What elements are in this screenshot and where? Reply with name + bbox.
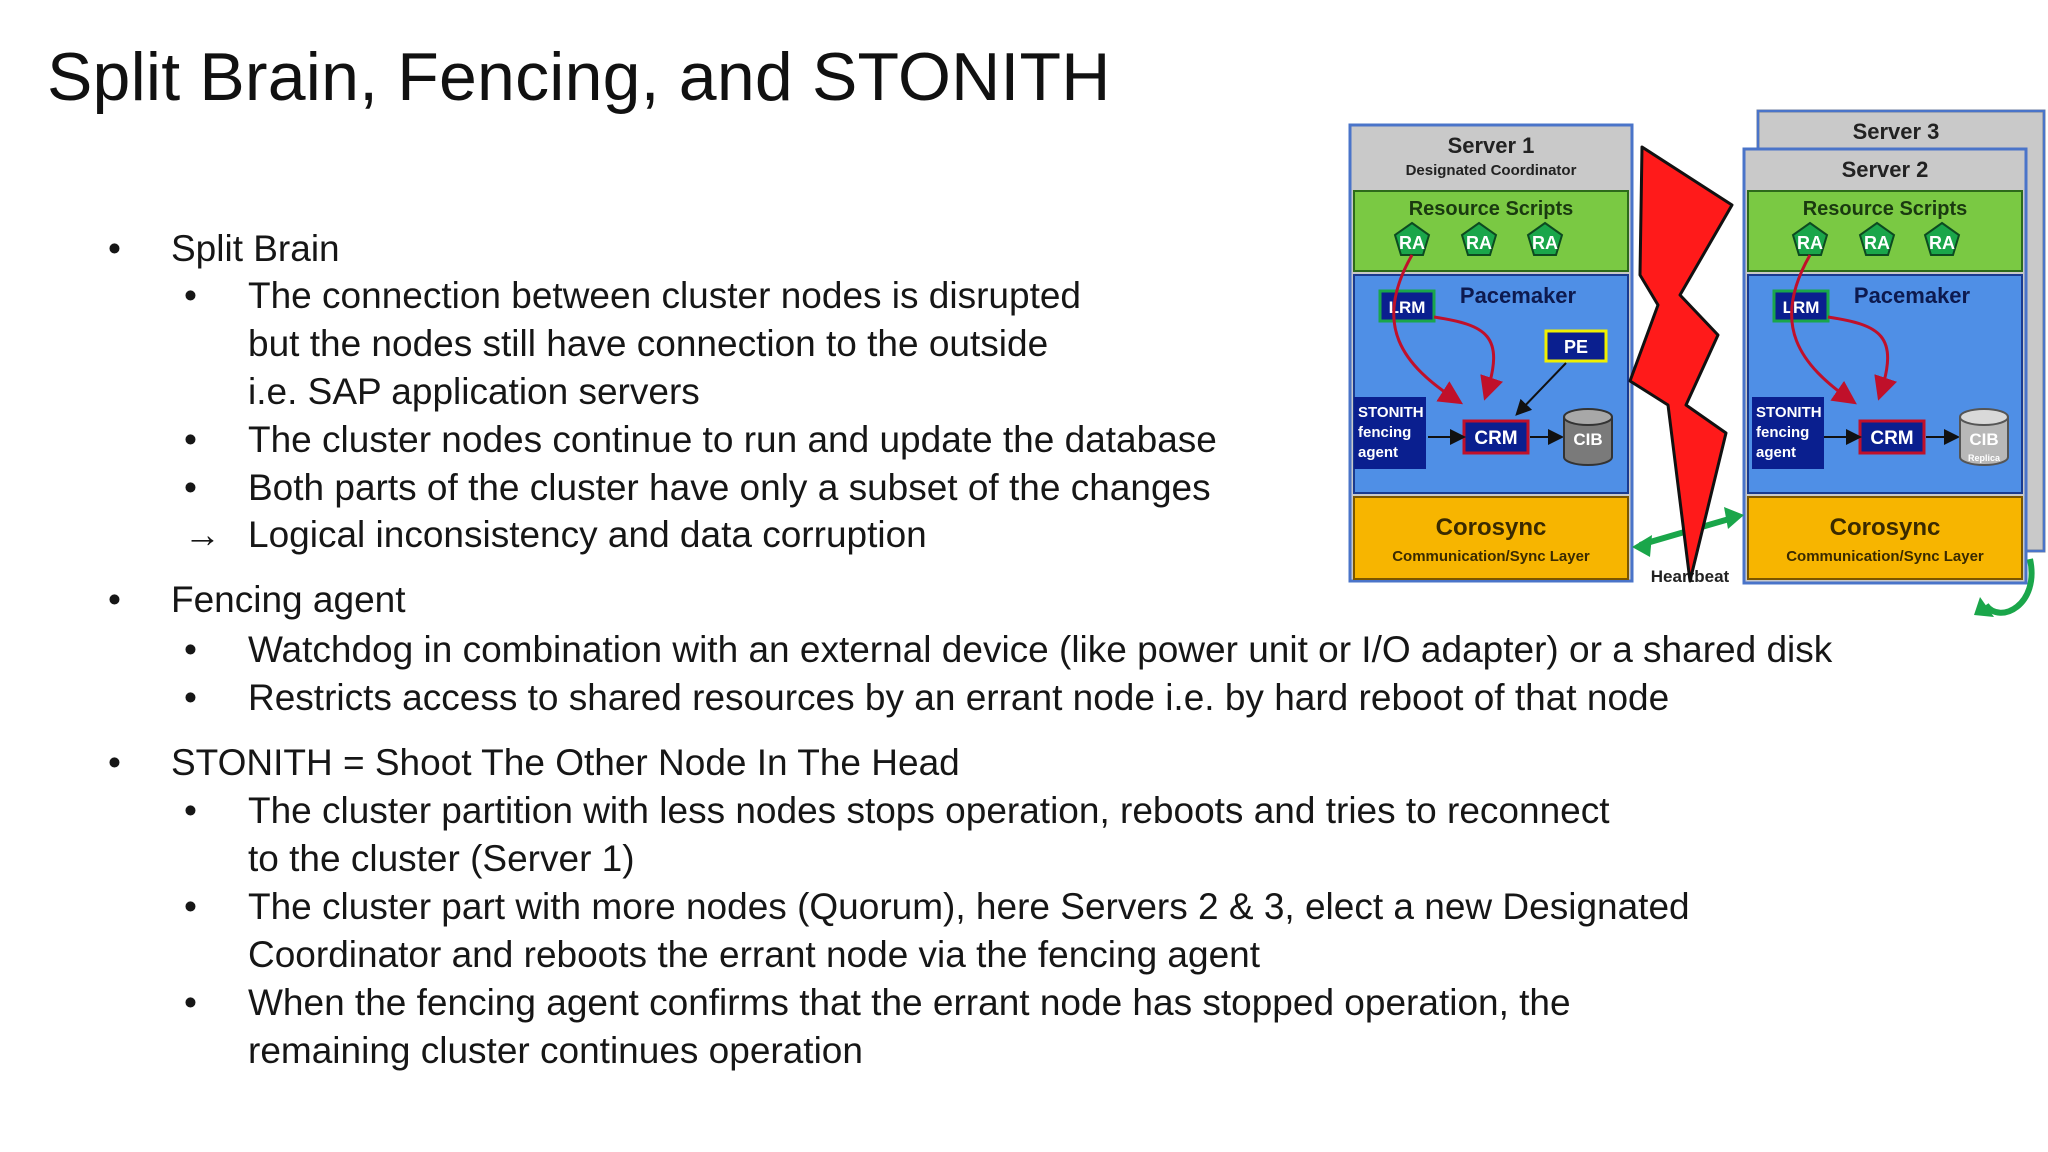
- svg-text:RA: RA: [1797, 233, 1823, 253]
- bullet-marker: •: [184, 982, 197, 1023]
- svg-text:CRM: CRM: [1474, 428, 1517, 449]
- svg-text:RA: RA: [1466, 233, 1492, 253]
- svg-text:agent: agent: [1358, 444, 1398, 461]
- bullet-text: The cluster part with more nodes (Quorum…: [248, 886, 1690, 927]
- bullet-marker: •: [184, 677, 197, 718]
- bullet-marker: •: [184, 790, 197, 831]
- bullet-text: The cluster partition with less nodes st…: [248, 790, 1610, 831]
- pe-label: PE: [1564, 337, 1588, 357]
- bullet-text: Coordinator and reboots the errant node …: [248, 934, 1261, 975]
- svg-text:Replica: Replica: [1968, 453, 2001, 463]
- svg-text:Pacemaker: Pacemaker: [1460, 283, 1577, 308]
- server2-panel: Server 2 Resource Scripts RA RA RA LRM P…: [1742, 147, 2028, 585]
- section-heading-fencing-agent: Fencing agent: [171, 579, 406, 620]
- bullet-text: to the cluster (Server 1): [248, 838, 635, 879]
- svg-text:RA: RA: [1929, 233, 1955, 253]
- ra-badge: RA: [1526, 221, 1564, 256]
- svg-text:STONITH: STONITH: [1358, 404, 1424, 421]
- section-heading-split-brain: Split Brain: [171, 228, 340, 269]
- svg-text:fencing: fencing: [1756, 424, 1809, 441]
- lightning-bolt-icon: [1628, 145, 1734, 583]
- corosync-sub-label: Communication/Sync Layer: [1786, 548, 1984, 565]
- svg-text:STONITH: STONITH: [1756, 404, 1822, 421]
- svg-text:Resource Scripts: Resource Scripts: [1409, 198, 1574, 220]
- bullet-marker: •: [108, 579, 121, 620]
- svg-text:CIB: CIB: [1969, 430, 1998, 449]
- pacemaker-label: Pacemaker: [1854, 283, 1971, 308]
- svg-text:LRM: LRM: [1389, 298, 1426, 317]
- svg-text:RA: RA: [1399, 233, 1425, 253]
- svg-text:RA: RA: [1864, 233, 1890, 253]
- cib-database-icon: CIB: [1563, 408, 1613, 466]
- bullet-marker: •: [184, 275, 197, 316]
- bullet-text: Logical inconsistency and data corruptio…: [248, 514, 927, 555]
- svg-text:agent: agent: [1756, 444, 1796, 461]
- ra-badge: RA: [1858, 221, 1896, 256]
- bullet-text: but the nodes still have connection to t…: [248, 323, 1049, 364]
- cib-replica-icon: CIB Replica: [1959, 408, 2009, 466]
- bullet-text: When the fencing agent confirms that the…: [248, 982, 1571, 1023]
- svg-text:RA: RA: [1532, 233, 1558, 253]
- arrow-marker: →: [184, 514, 221, 555]
- server1-title: Server 1: [1448, 133, 1535, 158]
- slide-title: Split Brain, Fencing, and STONITH: [47, 39, 1111, 115]
- corosync-label: Corosync: [1830, 514, 1941, 541]
- bullet-marker: •: [184, 419, 197, 460]
- bullet-text: Both parts of the cluster have only a su…: [248, 467, 1211, 508]
- bullet-marker: •: [108, 742, 121, 783]
- bullet-marker: •: [184, 467, 197, 508]
- bullet-text: The cluster nodes continue to run and up…: [248, 419, 1217, 460]
- server3-title: Server 3: [1853, 119, 1940, 144]
- bullet-marker: •: [108, 228, 121, 269]
- server1-panel: Server 1 Designated Coordinator Resource…: [1348, 123, 1634, 583]
- bullet-text: Watchdog in combination with an external…: [248, 629, 1833, 670]
- server2-title: Server 2: [1842, 157, 1929, 182]
- crm-label: CRM: [1870, 428, 1913, 449]
- resource-scripts-label: Resource Scripts: [1803, 198, 1968, 220]
- section-heading-stonith: STONITH = Shoot The Other Node In The He…: [171, 742, 960, 783]
- bullet-text: i.e. SAP application servers: [248, 371, 700, 412]
- server1-role: Designated Coordinator: [1406, 162, 1577, 179]
- ra-badge: RA: [1393, 221, 1431, 256]
- cluster-diagram: Server 3 Server 2 Resource Scripts RA RA…: [1340, 105, 2048, 635]
- svg-text:Communication/Sync Layer: Communication/Sync Layer: [1392, 548, 1590, 565]
- bullet-text: The connection between cluster nodes is …: [248, 275, 1082, 316]
- bullet-marker: •: [184, 886, 197, 927]
- ra-badge: RA: [1460, 221, 1498, 256]
- bullet-marker: •: [184, 629, 197, 670]
- svg-text:CIB: CIB: [1573, 430, 1602, 449]
- svg-text:fencing: fencing: [1358, 424, 1411, 441]
- lrm-label: LRM: [1783, 298, 1820, 317]
- ra-badge: RA: [1923, 221, 1961, 256]
- bullet-text: Restricts access to shared resources by …: [248, 677, 1670, 718]
- bullet-text: remaining cluster continues operation: [248, 1030, 863, 1071]
- svg-text:Corosync: Corosync: [1436, 514, 1547, 541]
